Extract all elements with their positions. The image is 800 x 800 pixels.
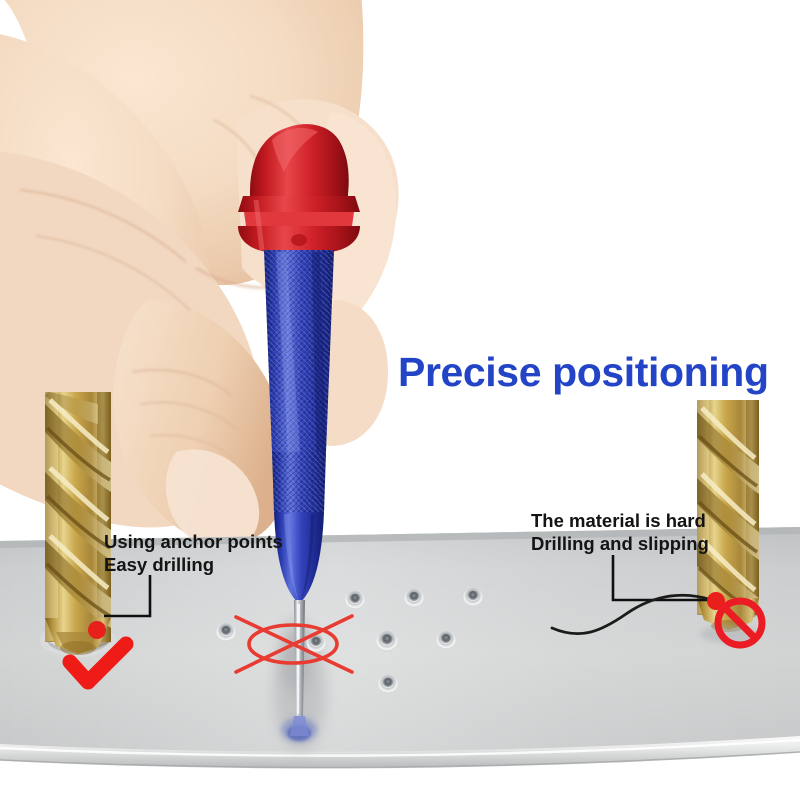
left-callout-leader bbox=[88, 575, 152, 639]
dimple bbox=[378, 674, 398, 694]
dimple bbox=[463, 587, 483, 607]
automatic-center-punch bbox=[238, 124, 360, 742]
prohibition-icon bbox=[714, 597, 766, 649]
punch-target-marker bbox=[234, 614, 354, 674]
punched-dimple-grid bbox=[216, 587, 483, 694]
slip-point-marker bbox=[707, 592, 725, 610]
page-title: Precise positioning bbox=[398, 349, 769, 395]
dimple bbox=[216, 622, 236, 642]
dimple bbox=[345, 590, 365, 610]
right-callout-leader bbox=[550, 555, 725, 636]
dimple bbox=[404, 588, 424, 608]
slipping-path-line bbox=[550, 593, 714, 636]
problem-callout: The material is hard Drilling and slippi… bbox=[531, 509, 709, 556]
anchor-point-marker bbox=[88, 621, 106, 639]
dimple bbox=[306, 633, 326, 653]
dimple bbox=[436, 630, 456, 650]
problem-callout-line-1: The material is hard bbox=[531, 510, 706, 531]
dimple bbox=[376, 630, 398, 652]
benefit-callout: Using anchor points Easy drilling bbox=[104, 530, 283, 577]
problem-callout-line-2: Drilling and slipping bbox=[531, 533, 709, 555]
drill-bit-left bbox=[45, 392, 111, 655]
check-mark-icon bbox=[62, 636, 134, 690]
benefit-callout-line-2: Easy drilling bbox=[104, 554, 215, 576]
benefit-callout-line-1: Using anchor points bbox=[104, 531, 283, 552]
drill-bit-right bbox=[697, 400, 760, 643]
